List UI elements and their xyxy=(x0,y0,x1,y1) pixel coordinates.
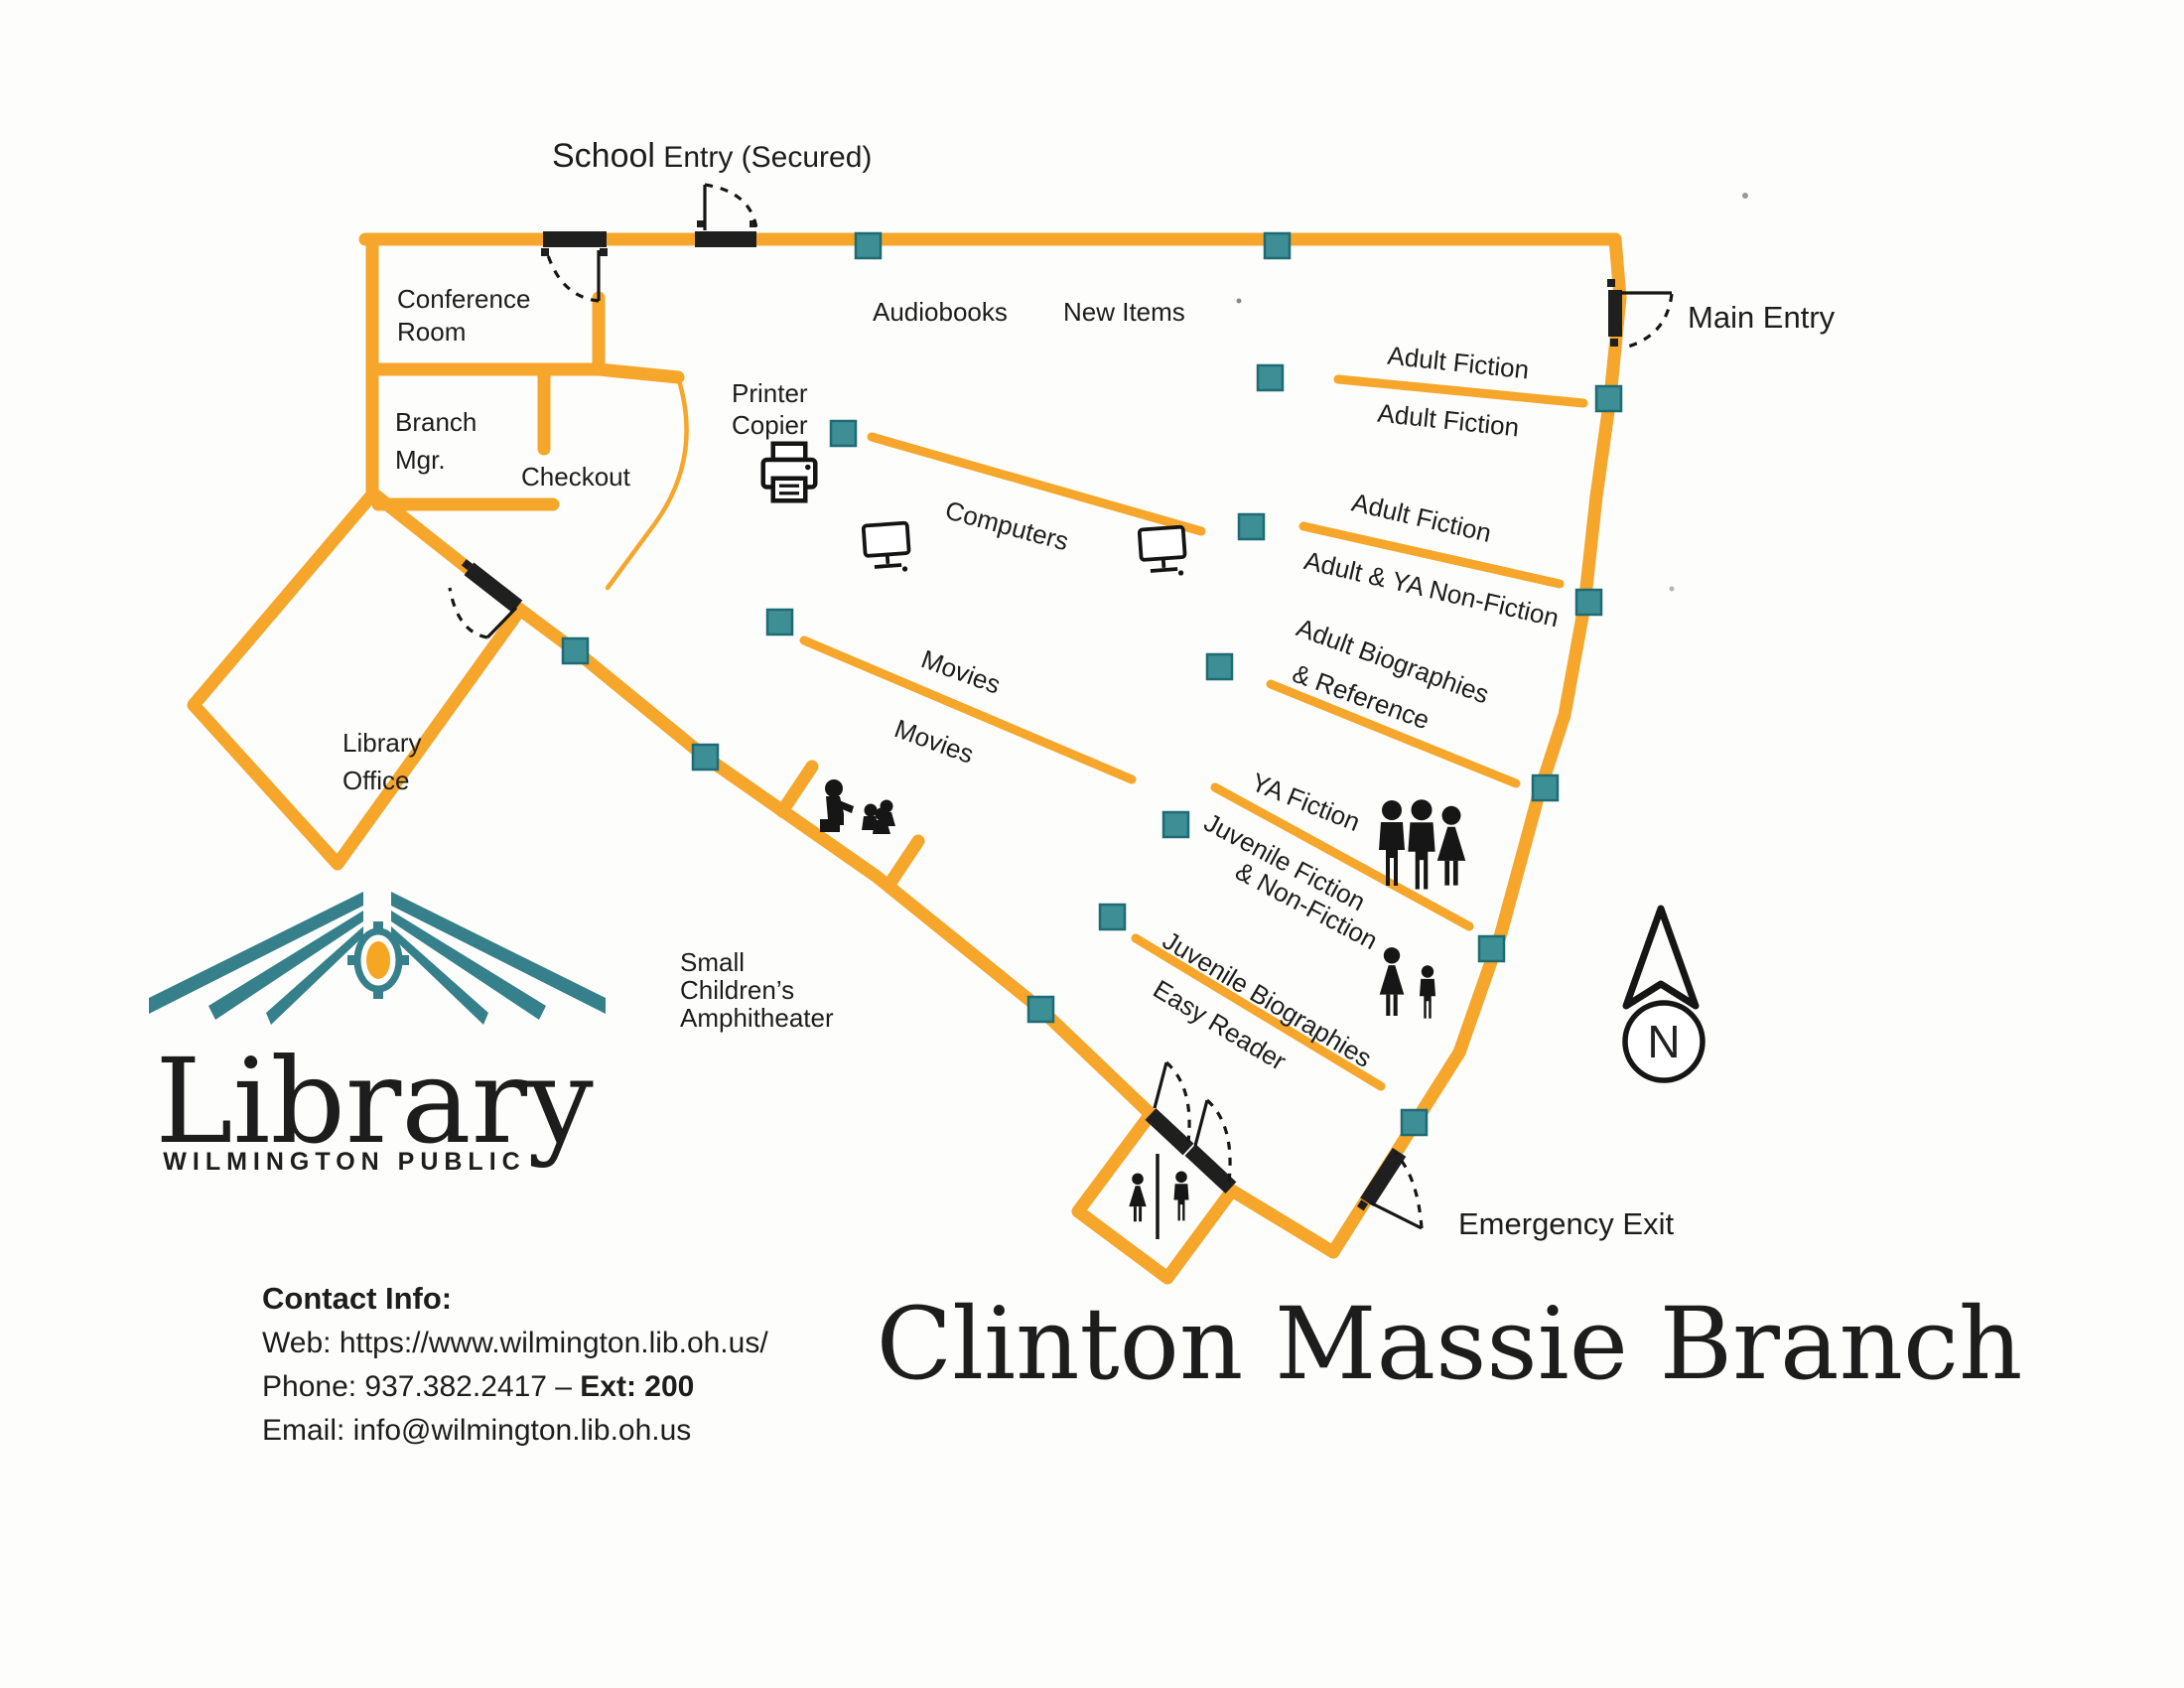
conference-room-label-2: Room xyxy=(397,317,466,347)
compass-circle xyxy=(1622,1000,1706,1083)
printer-copier-label-2: Copier xyxy=(732,410,808,440)
library-office-label-2: Office xyxy=(342,766,409,795)
conference-room-label: Conference xyxy=(397,284,530,314)
main-entry-door xyxy=(1608,290,1622,337)
branch-mgr-label-2: Mgr. xyxy=(395,445,446,475)
restroom-door-1 xyxy=(1145,1108,1194,1156)
computers-label: Computers xyxy=(942,494,1072,556)
amphitheater-label-3: Amphitheater xyxy=(680,1003,834,1033)
restroom-icon xyxy=(1129,1154,1189,1239)
shelf-adult-fiction-1 xyxy=(1333,374,1588,408)
computer-icon xyxy=(861,520,912,577)
adult-fiction-label-1: Adult Fiction xyxy=(1386,341,1530,385)
movies-label-2: Movies xyxy=(890,713,978,769)
amphitheater-tick-2 xyxy=(882,834,925,893)
pillar xyxy=(854,231,883,260)
scan-speck xyxy=(1236,298,1242,304)
conference-door-swing xyxy=(545,251,600,303)
restroom-door-swing-2 xyxy=(1205,1098,1232,1183)
audiobooks-label: Audiobooks xyxy=(873,297,1008,327)
emergency-exit-door xyxy=(1360,1147,1407,1207)
shelf-computers xyxy=(867,432,1206,536)
storytime-icon xyxy=(820,779,895,834)
shelf-juvenile-bio xyxy=(1131,933,1386,1091)
restroom-door-swing-1 xyxy=(1164,1060,1191,1143)
shelving xyxy=(799,374,1588,1091)
doors xyxy=(448,183,1674,1230)
new-items-label: New Items xyxy=(1063,297,1185,327)
pillar xyxy=(691,743,720,772)
pillars xyxy=(561,231,1623,1137)
pillar xyxy=(1400,1108,1429,1137)
restroom-walls xyxy=(1071,1107,1340,1285)
logo-medallion-icon xyxy=(347,921,409,999)
contact-web[interactable]: Web: https://www.wilmington.lib.oh.us/ xyxy=(262,1327,768,1359)
emergency-exit-label: Emergency Exit xyxy=(1458,1206,1674,1241)
icons: N xyxy=(763,193,1748,1239)
school-entry-label: School Entry (Secured) xyxy=(552,137,872,175)
pillar xyxy=(561,636,590,665)
main-entry-label: Main Entry xyxy=(1688,300,1836,335)
amphitheater-label: Small xyxy=(680,947,745,977)
logo-roof-icon xyxy=(149,892,606,1025)
conference-room-walls xyxy=(371,291,685,384)
shelf-adult-bio xyxy=(1266,679,1521,788)
main-entry-door-swing xyxy=(1627,293,1674,349)
scan-speck xyxy=(1742,193,1748,199)
pillar xyxy=(1098,903,1127,931)
pillar xyxy=(1161,810,1190,839)
pillar xyxy=(1594,384,1623,413)
printer-copier-label: Printer xyxy=(732,378,808,408)
shelf-adult-fiction-2 xyxy=(1298,521,1565,589)
contact-email[interactable]: Email: info@wilmington.lib.oh.us xyxy=(262,1414,691,1447)
compass: N xyxy=(1622,905,1706,1083)
amphitheater-tick-1 xyxy=(775,760,819,818)
logo-subtitle: WILMINGTON PUBLIC xyxy=(163,1148,525,1176)
scan-speck xyxy=(1669,586,1675,592)
pillar xyxy=(1237,512,1266,541)
pillar xyxy=(1256,363,1285,392)
checkout-desk-curve xyxy=(605,374,689,591)
pillar xyxy=(1205,652,1234,681)
ya-teens-icon xyxy=(1379,799,1466,890)
branch-mgr-walls xyxy=(371,364,560,511)
compass-n: N xyxy=(1647,1016,1680,1067)
ya-fiction-label: YA Fiction xyxy=(1247,767,1364,837)
contact-heading: Contact Info: xyxy=(262,1281,452,1316)
juvenile-children-icon xyxy=(1379,947,1436,1019)
pillar xyxy=(1574,588,1603,617)
library-logo: Library WILMINGTON PUBLIC xyxy=(149,892,606,1176)
shelf-juvenile-fiction xyxy=(1210,782,1474,931)
pillar xyxy=(1531,774,1560,802)
pillar xyxy=(765,608,794,636)
printer-icon xyxy=(763,444,816,501)
building-walls xyxy=(187,232,1627,1285)
page-title: Clinton Massie Branch xyxy=(877,1286,2023,1402)
pillar xyxy=(1477,934,1506,963)
school-entry-door xyxy=(695,231,756,247)
library-office-walls xyxy=(187,487,527,871)
library-office-label: Library xyxy=(342,728,421,758)
branch-mgr-label: Branch xyxy=(395,407,477,437)
office-door xyxy=(464,562,523,614)
compass-arrow-icon xyxy=(1622,905,1700,1010)
logo-wordmark: Library xyxy=(155,1033,594,1170)
contact-phone: Phone: 937.382.2417 – Ext: 200 xyxy=(262,1370,694,1403)
pillar xyxy=(1026,995,1055,1024)
restroom-door-2 xyxy=(1184,1144,1237,1195)
pillar xyxy=(829,419,858,448)
conference-door xyxy=(543,231,607,247)
contact-block: Contact Info: Web: https://www.wilmingto… xyxy=(262,1281,768,1447)
shelf-movies xyxy=(799,635,1137,784)
right-wall xyxy=(1326,232,1627,1259)
school-entry-door-swing xyxy=(704,183,758,229)
amphitheater-label-2: Children’s xyxy=(680,975,794,1005)
office-door-swing xyxy=(448,587,488,639)
checkout-label: Checkout xyxy=(521,462,631,492)
computer-icon xyxy=(1137,524,1188,581)
adult-fiction-label-2: Adult Fiction xyxy=(1376,398,1520,443)
pillar xyxy=(1263,231,1292,260)
